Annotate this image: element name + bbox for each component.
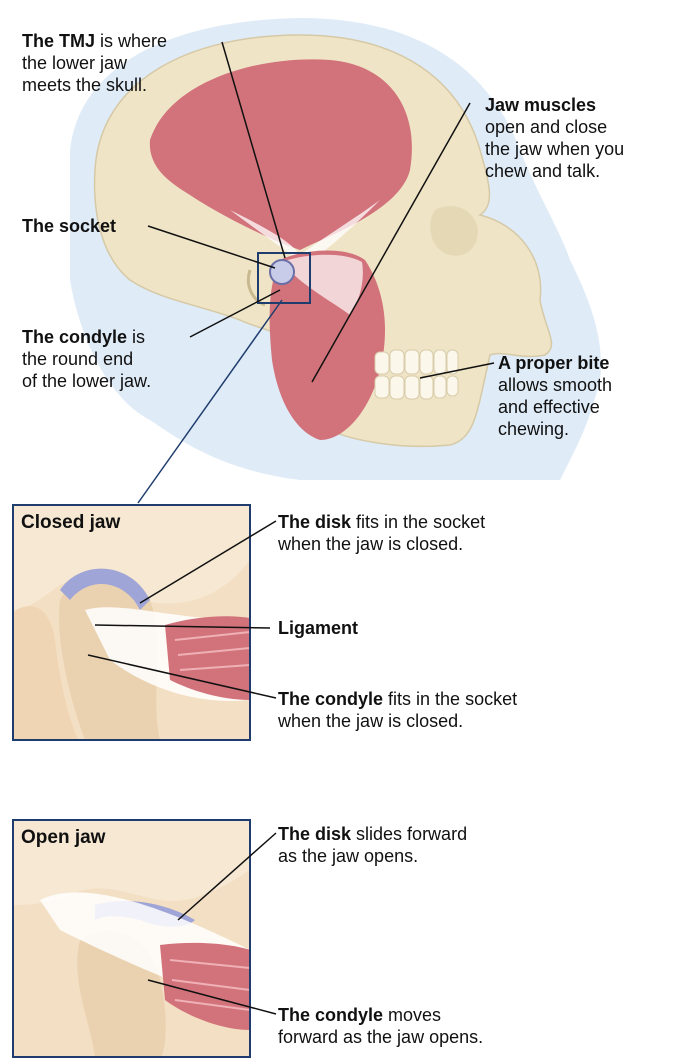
open-jaw-title: Open jaw (21, 827, 105, 849)
label-jaw-muscles: Jaw muscles open and close the jaw when … (485, 94, 624, 182)
label-condyle: The condyle is the round end of the lowe… (22, 326, 151, 392)
label-disk-open: The disk slides forward as the jaw opens… (278, 823, 467, 867)
open-jaw-inset (13, 820, 250, 1057)
label-socket: The socket (22, 215, 116, 237)
label-tmj: The TMJ is where the lower jaw meets the… (22, 30, 167, 96)
closed-jaw-title: Closed jaw (21, 512, 120, 534)
label-condyle-closed: The condyle fits in the socket when the … (278, 688, 517, 732)
label-proper-bite: A proper bite allows smooth and effectiv… (498, 352, 612, 440)
label-disk-closed: The disk fits in the socket when the jaw… (278, 511, 485, 555)
label-ligament: Ligament (278, 617, 358, 639)
label-condyle-open: The condyle moves forward as the jaw ope… (278, 1004, 483, 1048)
closed-jaw-inset (13, 505, 250, 740)
